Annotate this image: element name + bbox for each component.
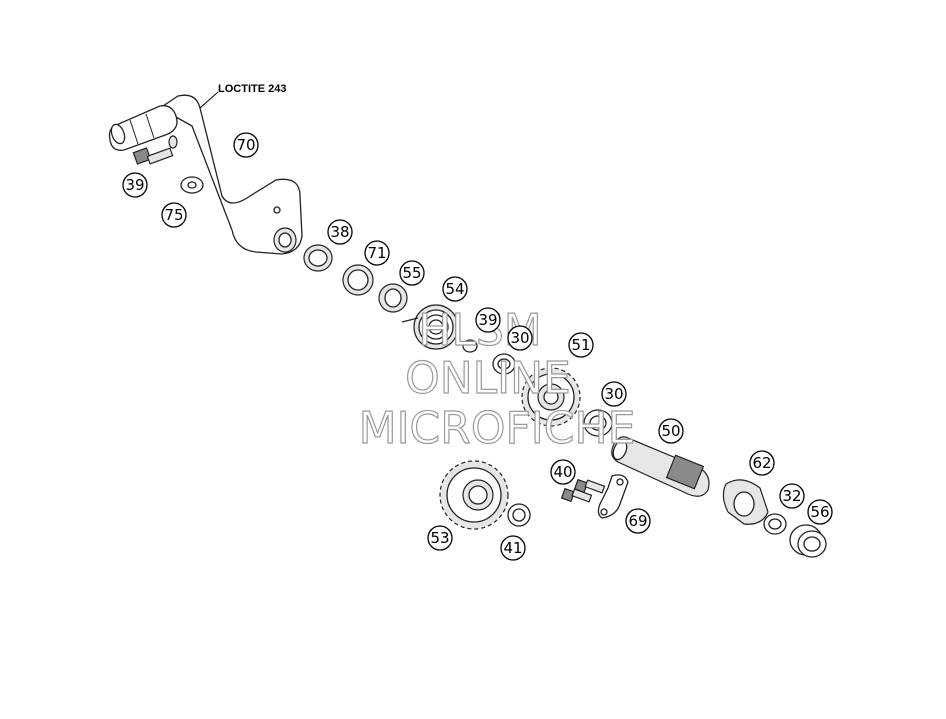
guide-plate-69 [597,474,629,519]
callout-50: 50 [658,418,684,444]
washer-30-upper [492,353,516,375]
callout-70: 70 [233,132,259,158]
svg-text:55: 55 [402,264,421,282]
callout-55: 55 [399,260,425,286]
seal-71 [342,264,374,296]
spring-54 [401,304,459,350]
callout-71: 71 [364,240,390,266]
callout-30-upper: 30 [507,325,533,351]
svg-text:38: 38 [330,223,349,241]
callout-75: 75 [161,202,187,228]
svg-text:71: 71 [367,244,386,262]
callout-51: 51 [568,332,594,358]
washer-32 [763,513,787,535]
svg-text:53: 53 [430,529,449,547]
gear-53 [439,460,509,530]
callout-39-bolt: 39 [122,172,148,198]
callout-69: 69 [625,508,651,534]
svg-text:69: 69 [628,512,647,530]
bolt-39 [132,147,174,165]
washer-30-lower [583,409,613,437]
svg-text:51: 51 [571,336,590,354]
callout-32: 32 [779,483,805,509]
callout-53: 53 [427,525,453,551]
svg-text:32: 32 [782,487,801,505]
shaft-50 [611,436,710,497]
washer-75 [180,176,204,194]
detent-ball [168,135,178,149]
callout-54: 54 [442,276,468,302]
svg-text:50: 50 [661,422,680,440]
svg-text:75: 75 [164,206,183,224]
svg-text:30: 30 [510,329,529,347]
callout-56: 56 [807,499,833,525]
ratchet-62 [722,479,769,525]
svg-text:54: 54 [445,280,464,298]
kickstart-lever [108,94,303,255]
callout-40: 40 [550,459,576,485]
svg-text:70: 70 [236,136,255,154]
callout-39-clip: 39 [475,307,501,333]
ring-38 [303,244,333,272]
callout-62: 62 [749,450,775,476]
svg-text:40: 40 [553,463,572,481]
watermark: HLSM ONLINE MICROFICHE [358,304,636,454]
callout-38: 38 [327,219,353,245]
svg-text:30: 30 [604,385,623,403]
svg-text:39: 39 [478,311,497,329]
svg-text:39: 39 [125,176,144,194]
callout-30-lower: 30 [601,381,627,407]
circlip-39 [462,339,478,353]
bolts-40 [560,478,606,503]
washer-41 [507,503,531,527]
spring-56 [789,524,827,558]
callout-41: 41 [500,535,526,561]
note-leader [199,91,219,109]
svg-text:41: 41 [503,539,522,557]
watermark-line-2: ONLINE [405,353,571,404]
watermark-line-3: MICROFICHE [359,403,636,454]
bushing-55 [378,283,408,313]
gear-51 [521,367,581,427]
svg-text:62: 62 [752,454,771,472]
svg-text:56: 56 [810,503,829,521]
loctite-note: LOCTITE 243 [218,83,286,95]
